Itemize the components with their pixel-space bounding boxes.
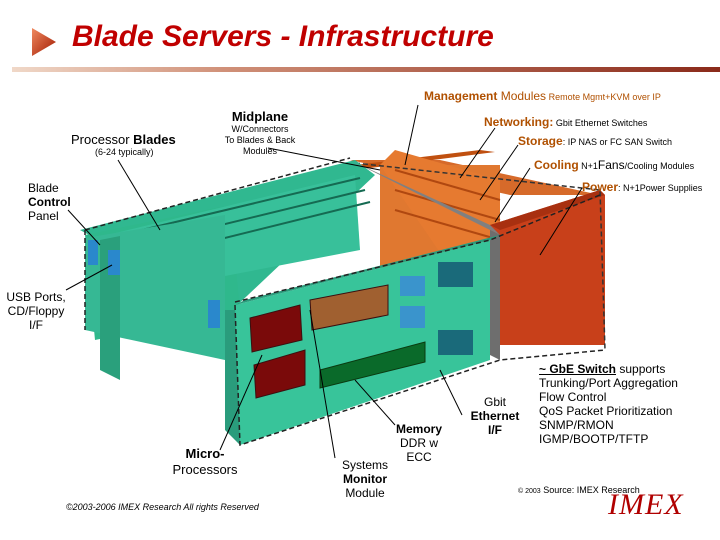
midplane-label: Midplane W/Connectors To Blades & Back M… [224, 109, 296, 157]
list-item: Flow Control [539, 390, 607, 404]
title-underline [12, 67, 720, 72]
gbe-switch-features: ~ GbE Switch supports Trunking/Port Aggr… [539, 362, 678, 446]
blade-control-panel-label: Blade Control Panel [28, 181, 71, 223]
systems-monitor-label: Systems Monitor Module [341, 458, 388, 500]
processor-blades-label: Processor Blades (6-24 typically) [71, 132, 176, 158]
management-modules-label: Management Modules Remote Mgmt+KVM over … [424, 89, 661, 103]
list-item: QoS Packet Prioritization [539, 404, 673, 418]
imex-logo: IMEX [608, 488, 684, 521]
gbit-ethernet-label: Gbit Ethernet I/F [470, 395, 520, 437]
list-item: SNMP/RMON [539, 418, 614, 432]
memory-label: Memory DDR w ECC [395, 422, 442, 464]
list-item: Trunking/Port Aggregation [539, 376, 678, 390]
source-text: © 2003 Source: IMEX Research [518, 485, 640, 495]
copyright-text: ©2003-2006 IMEX Research All rights Rese… [66, 502, 259, 512]
microprocessors-label: Micro- Processors [172, 446, 238, 477]
networking-label: Networking: Gbit Ethernet Switches [484, 115, 648, 129]
cooling-label: Cooling N+1Fans/Cooling Modules [534, 158, 695, 172]
storage-label: Storage: IP NAS or FC SAN Switch [518, 134, 673, 148]
power-label: Power: N+1Power Supplies [582, 180, 703, 194]
usb-ports-label: USB Ports, CD/Floppy I/F [6, 290, 66, 332]
list-item: IGMP/BOOTP/TFTP [539, 432, 649, 446]
title-arrow-icon [30, 26, 58, 63]
page-title: Blade Servers - Infrastructure [72, 20, 494, 53]
